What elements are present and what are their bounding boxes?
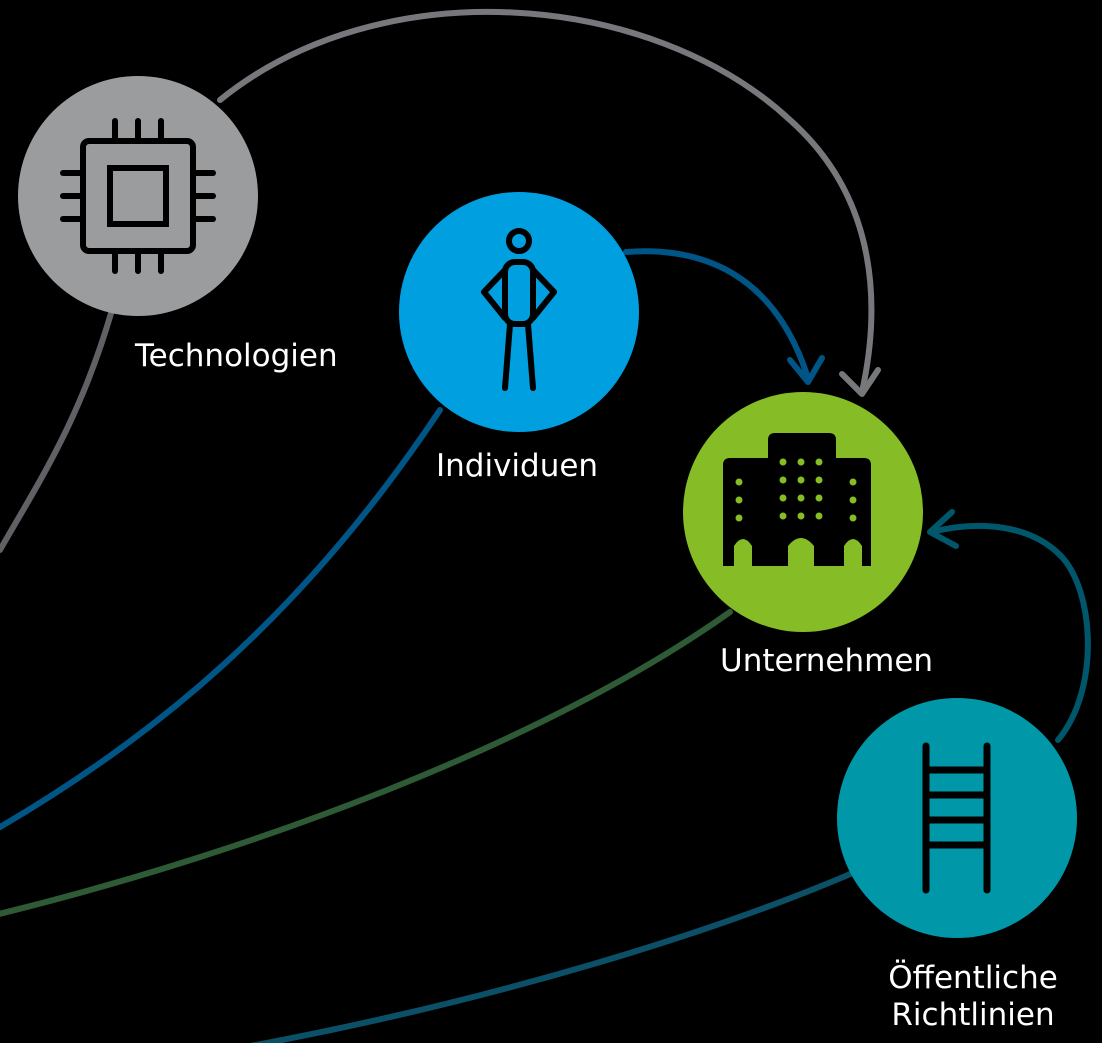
arrowhead-individuals-companies [787, 355, 825, 385]
office-buildings-icon [723, 433, 871, 566]
cpu-chip-icon [60, 118, 216, 274]
label-policies-line1: Öffentliche [888, 960, 1058, 996]
label-individuals: Individuen [436, 448, 599, 484]
arrowhead-technologies-companies [839, 367, 881, 397]
incoming-line-individuals [0, 407, 443, 831]
label-policies-line2: Richtlinien [891, 997, 1055, 1034]
label-policies: Öffentliche Richtlinien [848, 960, 1098, 1034]
label-technologies: Technologien [135, 338, 338, 374]
incoming-line-policies [250, 869, 858, 1043]
node-technologies [18, 76, 258, 316]
node-individuals [399, 192, 639, 432]
label-companies: Unternehmen [720, 643, 934, 679]
incoming-line-companies [0, 609, 733, 917]
edge-technologies-companies [217, 8, 875, 395]
person-icon [481, 228, 557, 391]
edge-policies-companies [929, 522, 1091, 743]
incoming-line-technologies [0, 307, 115, 553]
arrowhead-policies-companies [927, 509, 959, 549]
edge-individuals-companies [623, 248, 811, 381]
ladder-icon [922, 742, 991, 894]
